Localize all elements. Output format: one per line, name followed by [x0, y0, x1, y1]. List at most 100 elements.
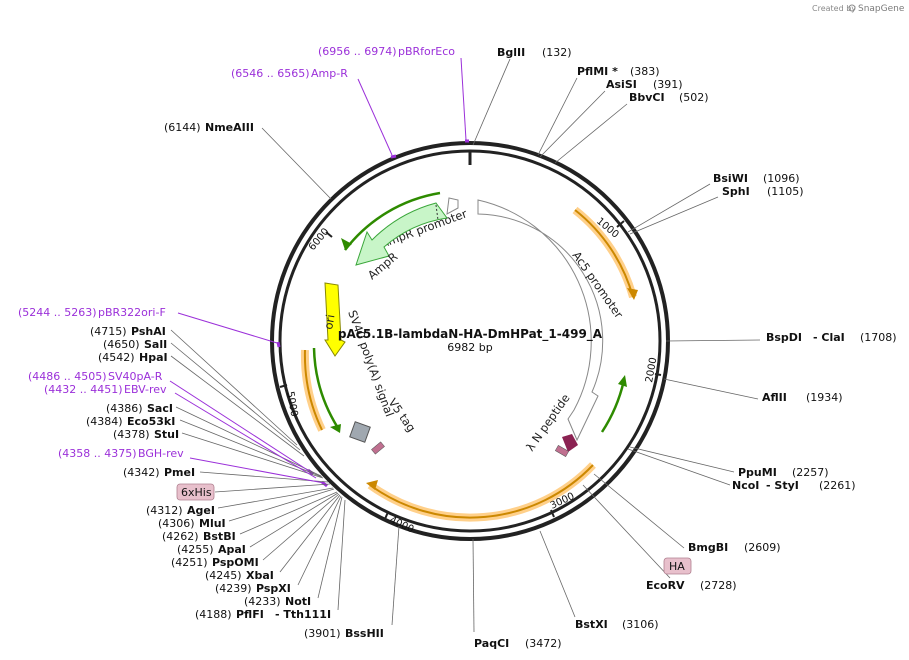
site-pos-bspdi: (1708): [860, 331, 897, 344]
primer-range-pbr322ori-f: (5244 .. 5263): [18, 306, 97, 319]
site-name-bbvci[interactable]: BbvCI: [629, 91, 665, 104]
site-pos-pshai: (4715): [90, 325, 127, 338]
site-name-bmgbi[interactable]: BmgBI: [688, 541, 728, 554]
green-orf-left-head: [330, 424, 341, 433]
leader-ebv-rev: [174, 392, 317, 479]
leader-pspomi: [262, 493, 340, 561]
site-name-stui[interactable]: StuI: [154, 428, 179, 441]
credit-brand: SnapGene: [858, 4, 905, 14]
site-name-paqci[interactable]: PaqCI: [474, 637, 509, 650]
site-name-bsiwi[interactable]: BsiWI: [713, 172, 748, 185]
primer-name-sv40pa-r[interactable]: SV40pA-R: [108, 370, 163, 383]
green-orf-top-head: [341, 238, 352, 250]
site-pos-bstbi: (4262): [162, 530, 199, 543]
primer-range-amp-r: (6546 .. 6565): [231, 67, 310, 80]
leader-mlui: [228, 488, 335, 522]
site-name-agei[interactable]: AgeI: [187, 504, 215, 517]
site-pos-bbvci: (502): [679, 91, 709, 104]
primer-name-bgh-rev[interactable]: BGH-rev: [138, 447, 184, 460]
lambda-n-peptide-feature[interactable]: [562, 434, 578, 452]
ac5-promoter-arrow[interactable]: [477, 199, 604, 442]
site-name-bstbi[interactable]: BstBI: [203, 530, 236, 543]
site-pos-sali: (4650): [103, 338, 140, 351]
orange-orf-top[interactable]: [574, 209, 634, 298]
site-name-asisi[interactable]: AsiSI: [606, 78, 637, 91]
primer-range-pbrforeco: (6956 .. 6974): [318, 45, 397, 58]
site-name-bsshii[interactable]: BssHII: [345, 627, 384, 640]
site-name-ppumi[interactable]: PpuMI: [738, 466, 777, 479]
site-name-pshai[interactable]: PshAI: [131, 325, 166, 338]
site-name-sphi[interactable]: SphI: [722, 185, 750, 198]
site-name-noti[interactable]: NotI: [285, 595, 311, 608]
primer-name-pbrforeco[interactable]: pBRforEco: [398, 45, 455, 58]
site-pos-pspomi: (4251): [171, 556, 208, 569]
sv40-feature[interactable]: [349, 421, 371, 443]
ori-arrow[interactable]: [324, 282, 346, 357]
site-pos-noti: (4233): [244, 595, 281, 608]
primer-name-ebv-rev[interactable]: EBV-rev: [124, 383, 167, 396]
site-name-xbai[interactable]: XbaI: [246, 569, 274, 582]
ha-tag-feature[interactable]: [554, 445, 570, 457]
site-pos-bsiwi: (1096): [763, 172, 800, 185]
site-name-saci[interactable]: SacI: [147, 402, 173, 415]
site-name-bstxi[interactable]: BstXI: [575, 618, 608, 631]
orange-orf-bottom[interactable]: [369, 464, 594, 519]
site-pos-paqci: (3472): [525, 637, 562, 650]
sixhis-box[interactable]: [176, 483, 215, 501]
leader-aflii: [663, 378, 759, 400]
leader-ppumi: [629, 446, 735, 473]
leader-bstxi: [539, 530, 576, 618]
site-name-pflmi[interactable]: PflMI *: [577, 65, 618, 78]
leader-bglii: [472, 58, 511, 146]
orange-orf-left[interactable]: [303, 349, 323, 431]
sixhis-box-label: 6xHis: [181, 486, 212, 499]
v5-tag-feature[interactable]: [371, 441, 385, 455]
site-pos-stui: (4378): [113, 428, 150, 441]
leader-asisi: [539, 90, 606, 158]
site-name-hpai[interactable]: HpaI: [139, 351, 168, 364]
site-pos-eco53ki: (4384): [86, 415, 123, 428]
leader-hpai: [170, 355, 305, 457]
site-name-sali[interactable]: SalI: [144, 338, 167, 351]
site-name-bglii[interactable]: BglII: [497, 46, 525, 59]
leader-noti: [317, 496, 343, 599]
leader-paqci: [472, 538, 475, 633]
site-pos-bglii: (132): [542, 46, 572, 59]
leader-saci: [175, 406, 322, 477]
site-name-pmei[interactable]: PmeI: [164, 466, 195, 479]
site-name-pspomi[interactable]: PspOMI: [212, 556, 259, 569]
site-name-nmeaiii[interactable]: NmeAIII: [205, 121, 254, 134]
site-sep-styi[interactable]: - StyI: [766, 479, 799, 492]
site-name-pspxi[interactable]: PspXI: [256, 582, 291, 595]
tick-mark-3000: [550, 509, 555, 518]
site-name-ncoi[interactable]: NcoI: [732, 479, 759, 492]
site-name-mlui[interactable]: MluI: [199, 517, 226, 530]
map-length: 6982 bp: [447, 341, 492, 354]
site-name-eco53ki[interactable]: Eco53kI: [127, 415, 175, 428]
snapgene-logo-icon: [848, 4, 856, 12]
green-orf-left: [312, 347, 340, 429]
site-name-aflii[interactable]: AflII: [762, 391, 787, 404]
site-pos-ppumi: (2257): [792, 466, 829, 479]
site-pos-pflfi: (4188): [195, 608, 232, 621]
leader-ecorv: [582, 484, 671, 579]
site-sep-clai[interactable]: - ClaI: [813, 331, 845, 344]
tick-mark-2000: [654, 373, 662, 376]
site-pos-mlui: (4306): [158, 517, 195, 530]
green-orf-right-head: [618, 375, 627, 387]
ha-box[interactable]: [663, 557, 692, 575]
primer-name-pbr322ori-f[interactable]: pBR322ori-F: [98, 306, 166, 319]
site-name-pflfi[interactable]: PflFI: [236, 608, 264, 621]
site-name-bspdi[interactable]: BspDI: [766, 331, 802, 344]
leader-xbai: [279, 494, 341, 573]
primer-name-amp-r[interactable]: Amp-R: [311, 67, 348, 80]
ori-label: ori: [321, 313, 337, 330]
ampr-promoter-arrow[interactable]: [446, 197, 459, 215]
site-pos-saci: (4386): [106, 402, 143, 415]
ampr-arrow[interactable]: [355, 202, 448, 266]
primer-leader-lines: [169, 57, 467, 484]
site-name-ecorv[interactable]: EcoRV: [646, 579, 685, 592]
site-sep-tth111i[interactable]: - Tth111I: [275, 608, 331, 621]
site-name-apai[interactable]: ApaI: [218, 543, 246, 556]
